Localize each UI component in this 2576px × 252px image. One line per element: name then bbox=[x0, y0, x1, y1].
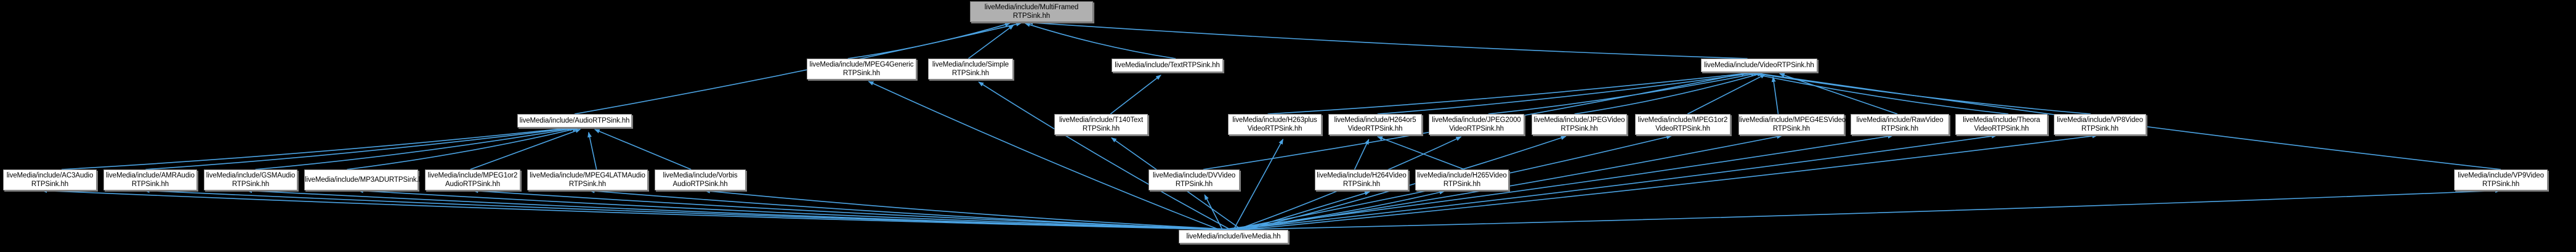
graph-edge-livemedia-to-ac3audio bbox=[41, 189, 1234, 230]
graph-edge-amraudio-to-audio bbox=[145, 126, 573, 170]
graph-edge-theora-to-video bbox=[1747, 71, 2009, 115]
graph-node-text[interactable]: liveMedia/include/TextRTPSink.hh bbox=[1112, 59, 1223, 72]
graph-node-label: liveMedia/include/Simple RTPSink.hh bbox=[932, 61, 1009, 77]
graph-node-t140text[interactable]: liveMedia/include/T140Text RTPSink.hh bbox=[1054, 114, 1148, 135]
graph-node-mpeg4latm[interactable]: liveMedia/include/MPEG4LATMAudio RTPSink… bbox=[527, 169, 648, 190]
graph-node-label: liveMedia/include/RawVideo RTPSink.hh bbox=[1856, 116, 1944, 132]
graph-edge-mpeg4generic-to-multiframed bbox=[847, 22, 1011, 59]
graph-edge-livemedia-to-amraudio bbox=[143, 189, 1245, 230]
graph-edge-livemedia-to-simple bbox=[978, 81, 1231, 230]
graph-edge-simple-to-multiframed bbox=[968, 25, 1014, 59]
graph-edge-livemedia-to-dvvideo bbox=[1204, 194, 1223, 230]
graph-edge-gsmaudio-to-audio bbox=[255, 126, 576, 170]
graph-node-label: liveMedia/include/MPEG1or2 VideoRTPSink.… bbox=[1637, 116, 1728, 132]
graph-node-h263plus[interactable]: liveMedia/include/H263plus VideoRTPSink.… bbox=[1228, 114, 1322, 135]
graph-node-label: liveMedia/include/MPEG1or2 AudioRTPSink.… bbox=[427, 172, 518, 188]
graph-node-multiframed[interactable]: liveMedia/include/MultiFramed RTPSink.hh bbox=[970, 1, 1093, 22]
graph-node-label: liveMedia/include/MPEG4LATMAudio RTPSink… bbox=[530, 172, 645, 188]
graph-node-label: liveMedia/include/JPEG2000 VideoRTPSink.… bbox=[1432, 116, 1521, 132]
graph-edge-jpeg2000-to-video bbox=[1488, 71, 1761, 115]
graph-node-vp8[interactable]: liveMedia/include/VP8Video RTPSink.hh bbox=[2054, 114, 2146, 135]
graph-edge-jpegvideo-to-video bbox=[1574, 72, 1763, 115]
graph-node-rawvideo[interactable]: liveMedia/include/RawVideo RTPSink.hh bbox=[1851, 114, 1949, 135]
graph-edge-mpeg1or2a-to-audio bbox=[470, 128, 581, 170]
graph-node-audio[interactable]: liveMedia/include/AudioRTPSink.hh bbox=[517, 114, 632, 128]
graph-edge-livemedia-to-mpeg4generic bbox=[868, 81, 1221, 230]
graph-edge-h264video-to-h264or5 bbox=[1354, 139, 1370, 170]
graph-node-label: liveMedia/include/VideoRTPSink.hh bbox=[1704, 62, 1814, 69]
graph-node-label: liveMedia/include/GSMAudio RTPSink.hh bbox=[206, 172, 296, 188]
graph-edge-h265video-to-h264or5 bbox=[1377, 136, 1465, 170]
graph-node-mp3adu[interactable]: liveMedia/include/MP3ADURTPSink.hh bbox=[304, 169, 427, 190]
graph-node-video[interactable]: liveMedia/include/VideoRTPSink.hh bbox=[1701, 59, 1817, 72]
graph-edge-h264or5-to-video bbox=[1377, 71, 1758, 115]
graph-edge-livemedia-to-mpeg4latm bbox=[589, 189, 1229, 230]
graph-node-simple[interactable]: liveMedia/include/Simple RTPSink.hh bbox=[928, 59, 1013, 79]
graph-node-mpeg1or2v[interactable]: liveMedia/include/MPEG1or2 VideoRTPSink.… bbox=[1635, 114, 1730, 135]
graph-edge-livemedia-to-vorbis bbox=[704, 189, 1239, 230]
graph-node-amraudio[interactable]: liveMedia/include/AMRAudio RTPSink.hh bbox=[103, 169, 197, 190]
graph-edge-livemedia-to-h263plus bbox=[1233, 139, 1284, 230]
graph-edge-mpeg1or2v-to-video bbox=[1687, 73, 1766, 115]
graph-node-label: liveMedia/include/Vorbis AudioRTPSink.hh bbox=[663, 172, 738, 188]
graph-edge-mpeg4latm-to-audio bbox=[587, 131, 597, 170]
graph-edge-vp8-to-video bbox=[1750, 71, 2091, 115]
graph-node-label: liveMedia/include/Theora VideoRTPSink.hh bbox=[1963, 116, 2040, 132]
graph-node-label: liveMedia/include/MultiFramed RTPSink.hh bbox=[984, 4, 1079, 20]
graph-node-label: liveMedia/include/AC3Audio RTPSink.hh bbox=[6, 172, 94, 188]
graph-node-label: liveMedia/include/H264or5 VideoRTPSink.h… bbox=[1334, 116, 1416, 132]
graph-node-label: liveMedia/include/H265Video RTPSink.hh bbox=[1417, 172, 1507, 188]
graph-edge-text-to-multiframed bbox=[1024, 22, 1176, 59]
graph-edge-livemedia-to-mp3adu bbox=[357, 189, 1237, 230]
graph-node-label: liveMedia/include/TextRTPSink.hh bbox=[1115, 62, 1220, 69]
graph-node-label: liveMedia/include/T140Text RTPSink.hh bbox=[1059, 116, 1144, 132]
graph-node-label: liveMedia/include/H263plus VideoRTPSink.… bbox=[1232, 116, 1317, 132]
graph-node-dvvideo[interactable]: liveMedia/include/DVVideo RTPSink.hh bbox=[1149, 169, 1240, 190]
graph-node-jpeg2000[interactable]: liveMedia/include/JPEG2000 VideoRTPSink.… bbox=[1429, 114, 1524, 135]
graph-node-mpeg4es[interactable]: liveMedia/include/MPEG4ESVideo RTPSink.h… bbox=[1738, 114, 1846, 135]
graph-node-label: liveMedia/include/H264Video RTPSink.hh bbox=[1317, 172, 1407, 188]
graph-node-label: liveMedia/include/liveMedia.hh bbox=[1186, 233, 1281, 240]
graph-node-label: liveMedia/include/AMRAudio RTPSink.hh bbox=[106, 172, 195, 188]
graph-edge-livemedia-to-theora bbox=[1230, 134, 1998, 230]
graph-edge-mpeg4es-to-video bbox=[1771, 76, 1779, 115]
graph-node-h264or5[interactable]: liveMedia/include/H264or5 VideoRTPSink.h… bbox=[1328, 114, 1422, 135]
graph-node-h264video[interactable]: liveMedia/include/H264Video RTPSink.hh bbox=[1315, 169, 1408, 190]
graph-node-mpeg1or2a[interactable]: liveMedia/include/MPEG1or2 AudioRTPSink.… bbox=[425, 169, 520, 190]
graph-node-livemedia[interactable]: liveMedia/include/liveMedia.hh bbox=[1179, 230, 1288, 243]
graph-node-mpeg4generic[interactable]: liveMedia/include/MPEG4Generic RTPSink.h… bbox=[807, 59, 916, 79]
graph-node-label: liveMedia/include/VP9Video RTPSink.hh bbox=[2458, 172, 2544, 188]
graph-edge-t140text-to-text bbox=[1110, 75, 1161, 115]
graph-edge-livemedia-to-vp9 bbox=[1222, 189, 2501, 230]
graph-edge-ac3audio-to-audio bbox=[61, 126, 571, 170]
graph-node-jpegvideo[interactable]: liveMedia/include/JPEGVideo RTPSink.hh bbox=[1532, 114, 1627, 135]
graph-edge-h263plus-to-video bbox=[1267, 71, 1755, 115]
graph-edge-livemedia-to-vp8 bbox=[1242, 134, 2098, 230]
graph-edge-audio-to-multiframed bbox=[574, 22, 1022, 115]
graph-node-h265video[interactable]: liveMedia/include/H265Video RTPSink.hh bbox=[1415, 169, 1509, 190]
graph-edge-livemedia-to-gsmaudio bbox=[246, 189, 1225, 230]
graph-edge-livemedia-to-h265video bbox=[1225, 190, 1445, 230]
graph-edge-livemedia-to-rawvideo bbox=[1219, 134, 1894, 230]
graph-node-label: liveMedia/include/VP8Video RTPSink.hh bbox=[2057, 116, 2143, 132]
graph-node-label: liveMedia/include/MPEG4Generic RTPSink.h… bbox=[809, 61, 914, 77]
graph-node-vorbis[interactable]: liveMedia/include/Vorbis AudioRTPSink.hh bbox=[655, 169, 746, 190]
graph-node-theora[interactable]: liveMedia/include/Theora VideoRTPSink.hh bbox=[1955, 114, 2048, 135]
graph-node-label: liveMedia/include/MP3ADURTPSink.hh bbox=[305, 176, 427, 184]
graph-node-label: liveMedia/include/DVVideo RTPSink.hh bbox=[1152, 172, 1236, 188]
graph-node-vp9[interactable]: liveMedia/include/VP9Video RTPSink.hh bbox=[2454, 169, 2548, 190]
graph-node-ac3audio[interactable]: liveMedia/include/AC3Audio RTPSink.hh bbox=[3, 169, 97, 190]
graph-node-label: liveMedia/include/JPEGVideo RTPSink.hh bbox=[1533, 116, 1625, 132]
graph-edge-video-to-multiframed bbox=[1027, 20, 1748, 59]
graph-edge-vorbis-to-audio bbox=[594, 129, 692, 170]
graph-node-gsmaudio[interactable]: liveMedia/include/GSMAudio RTPSink.hh bbox=[204, 169, 297, 190]
graph-node-label: liveMedia/include/MPEG4ESVideo RTPSink.h… bbox=[1739, 116, 1846, 132]
graph-edge-mp3adu-to-audio bbox=[347, 127, 578, 170]
graph-node-label: liveMedia/include/AudioRTPSink.hh bbox=[519, 117, 630, 124]
